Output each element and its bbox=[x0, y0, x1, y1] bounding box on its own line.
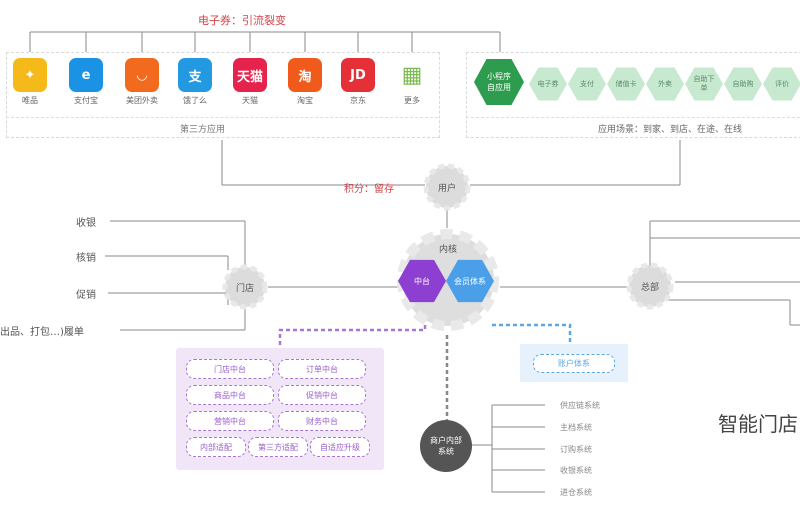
mini-item-label: 自助购 bbox=[732, 79, 754, 88]
points-label: 积分：留存 bbox=[344, 184, 394, 195]
store-label: 门店 bbox=[235, 283, 254, 294]
hq-node: 总部 bbox=[626, 262, 674, 310]
merchant-item-supply: 供应链系统 bbox=[560, 401, 600, 410]
tmall-icon: 天猫 bbox=[233, 58, 267, 92]
app-label: 支付宝 bbox=[74, 96, 98, 105]
middle-box[interactable]: 订单中台 bbox=[278, 359, 366, 379]
core-label: 内核 bbox=[438, 245, 457, 255]
more-apps-icon: ▦ bbox=[395, 58, 429, 92]
mini-divider bbox=[466, 117, 800, 118]
bird-icon: ✦ bbox=[13, 58, 47, 92]
merchant-item-stock: 进仓系统 bbox=[560, 488, 592, 497]
merchant-label: 商户内部系统 bbox=[430, 436, 462, 456]
hq-gear-icon bbox=[626, 262, 674, 310]
store-gear-icon bbox=[222, 264, 268, 310]
mini-item-label: 电子券 bbox=[537, 79, 559, 88]
store-label-cashier: 收银 bbox=[76, 218, 96, 229]
merchant-node: 商户内部系统 bbox=[420, 420, 472, 472]
member-system-label: 会员体系 bbox=[454, 276, 486, 286]
store-node: 门店 bbox=[222, 264, 268, 310]
app-label: 淘宝 bbox=[297, 96, 313, 105]
mini-item-label: 储值卡 bbox=[615, 79, 637, 88]
user-node: 用户 bbox=[423, 163, 471, 211]
app-label: 更多 bbox=[404, 96, 420, 105]
merchant-item-order: 订购系统 bbox=[560, 445, 592, 454]
app-label: 饿了么 bbox=[183, 96, 207, 105]
store-label-fulfil: 出品、打包…)履单 bbox=[0, 327, 84, 338]
mini-item-label: 支付 bbox=[580, 79, 594, 88]
middle-platform-label: 中台 bbox=[414, 276, 430, 286]
app-eleme[interactable]: 支饿了么 bbox=[175, 58, 215, 106]
user-label: 用户 bbox=[437, 183, 456, 194]
app-taobao[interactable]: 淘淘宝 bbox=[285, 58, 325, 106]
jd-icon: JD bbox=[341, 58, 375, 92]
middle-box[interactable]: 第三方适配 bbox=[248, 437, 308, 457]
mini-item-label: 评价 bbox=[775, 79, 789, 88]
account-box: 账户体系 bbox=[533, 354, 615, 373]
hq-label: 总部 bbox=[640, 282, 659, 293]
mini-program-label: 小程序 自应用 bbox=[487, 72, 511, 92]
top-note: 电子券：引流裂变 bbox=[198, 14, 286, 27]
middle-box[interactable]: 商品中台 bbox=[186, 385, 274, 405]
middle-box[interactable]: 促销中台 bbox=[278, 385, 366, 405]
app-bird[interactable]: ✦ 唯品 bbox=[10, 58, 50, 106]
app-label: 京东 bbox=[350, 96, 366, 105]
middle-box[interactable]: 自适应升级 bbox=[310, 437, 370, 457]
middle-platform-hex: 中台 bbox=[398, 259, 446, 303]
mini-item-label: 自助下单 bbox=[693, 75, 715, 92]
app-jd[interactable]: JD 京东 bbox=[338, 58, 378, 106]
middle-box[interactable]: 营销中台 bbox=[186, 411, 274, 431]
eleme-icon: 支 bbox=[178, 58, 212, 92]
mini-item-label: 外卖 bbox=[658, 79, 672, 88]
user-gear-icon bbox=[423, 163, 471, 211]
apps-divider bbox=[6, 117, 438, 118]
app-tmall[interactable]: 天猫天猫 bbox=[230, 58, 270, 106]
app-label: 美团外卖 bbox=[126, 96, 158, 105]
taobao-icon: 淘 bbox=[288, 58, 322, 92]
middle-box[interactable]: 内部适配 bbox=[186, 437, 246, 457]
merchant-item-cashier: 收银系统 bbox=[560, 466, 592, 475]
store-label-verify: 核销 bbox=[76, 253, 96, 264]
middle-box[interactable]: 门店中台 bbox=[186, 359, 274, 379]
alipay-icon: e bbox=[69, 58, 103, 92]
app-alipay[interactable]: e 支付宝 bbox=[66, 58, 106, 106]
meituan-icon: ◡ bbox=[125, 58, 159, 92]
app-label: 唯品 bbox=[22, 96, 38, 105]
app-meituan[interactable]: ◡ 美团外卖 bbox=[122, 58, 162, 106]
big-title: 智能门店 bbox=[718, 412, 798, 436]
scenario-caption: 应用场景：到家、到店、在途、在线 bbox=[598, 125, 743, 135]
store-label-promo: 促销 bbox=[76, 290, 96, 301]
merchant-item-master: 主档系统 bbox=[560, 423, 592, 432]
app-more-apps[interactable]: ▦ 更多 bbox=[392, 58, 432, 106]
middle-box[interactable]: 财务中台 bbox=[278, 411, 366, 431]
apps-caption: 第三方应用 bbox=[180, 125, 226, 135]
app-label: 天猫 bbox=[242, 96, 258, 105]
member-system-hex: 会员体系 bbox=[446, 259, 494, 303]
